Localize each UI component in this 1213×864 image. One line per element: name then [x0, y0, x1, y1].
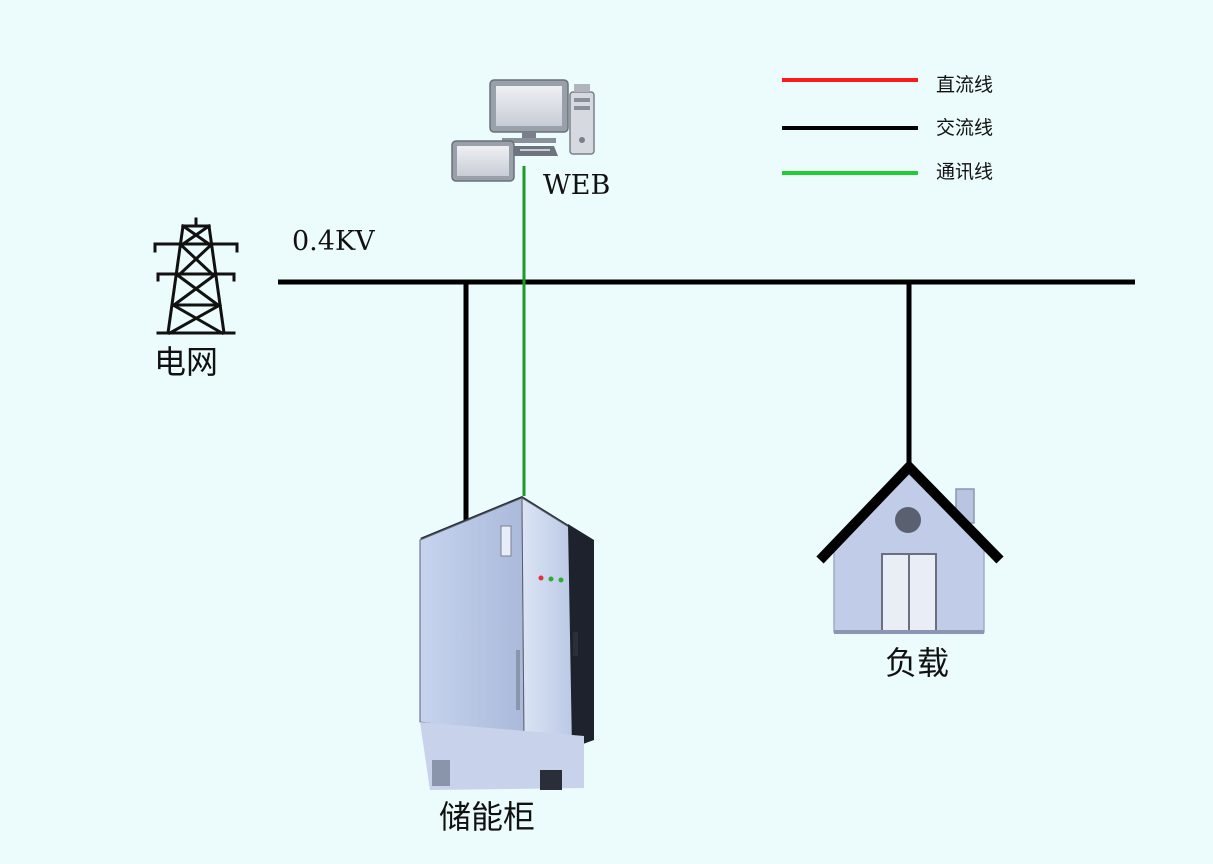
- bus-voltage-label: 0.4KV: [292, 226, 375, 257]
- storage-cabinet-label: 储能柜: [439, 798, 535, 836]
- legend-item-ac: 交流线: [782, 117, 993, 139]
- legend: 直流线 交流线 通讯线: [782, 74, 993, 183]
- load-label: 负载: [885, 644, 949, 682]
- legend-label-comm: 通讯线: [936, 161, 993, 183]
- legend-item-comm: 通讯线: [782, 161, 993, 183]
- web-label: WEB: [543, 170, 610, 201]
- house-icon: [816, 459, 1004, 634]
- computer-workstation-icon: [451, 79, 595, 182]
- legend-label-ac: 交流线: [936, 117, 993, 139]
- legend-label-dc: 直流线: [936, 74, 993, 96]
- grid-label: 电网: [154, 343, 218, 381]
- power-tower-icon: [153, 217, 239, 336]
- battery-cabinet-icon: [419, 496, 594, 790]
- ac-lines: [278, 279, 1135, 522]
- legend-item-dc: 直流线: [782, 74, 993, 96]
